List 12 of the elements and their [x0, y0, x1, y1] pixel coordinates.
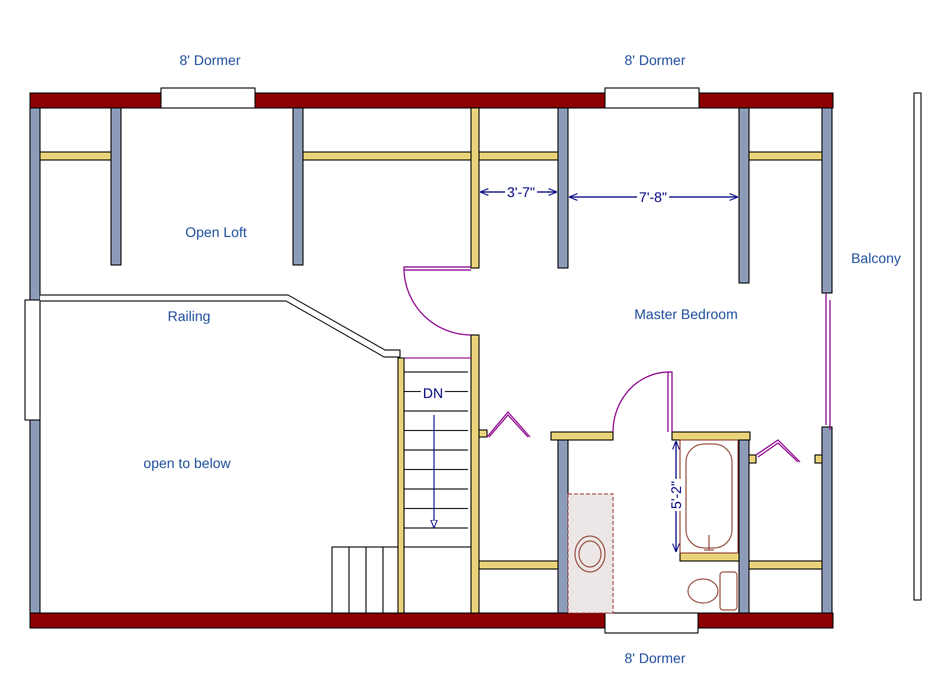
room-label: Railing — [168, 309, 210, 323]
dimension-label: 7'-8" — [637, 190, 669, 204]
room-label: 8' Dormer — [179, 53, 241, 67]
room-label: 8' Dormer — [624, 651, 686, 665]
dimension-label: 5'-2" — [669, 479, 683, 511]
stair-label: DN — [420, 386, 446, 400]
room-label: Master Bedroom — [634, 307, 738, 321]
room-label: 8' Dormer — [624, 53, 686, 67]
dimension-label: 3'-7" — [505, 185, 537, 199]
room-label: open to below — [143, 456, 231, 470]
room-label: Balcony — [851, 251, 901, 265]
room-label: Open Loft — [185, 225, 247, 239]
